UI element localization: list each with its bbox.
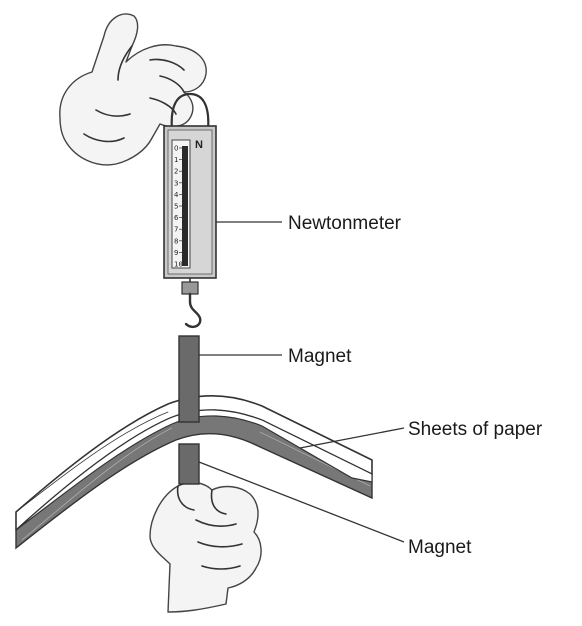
label-magnet-upper: Magnet [288, 346, 352, 367]
newtonmeter-hook [186, 294, 200, 327]
newtonmeter-scale-mark: 10 [174, 261, 183, 269]
newtonmeter-spring-indicator [182, 146, 188, 266]
newtonmeter-scale-mark: 7 [174, 226, 178, 234]
lower-hand [150, 483, 261, 612]
newtonmeter: N 0 1 2 3 4 5 6 7 8 9 10 [164, 94, 216, 327]
newtonmeter-unit: N [195, 139, 203, 151]
newtonmeter-scale-mark: 5 [174, 203, 178, 211]
label-newtonmeter: Newtonmeter [288, 213, 402, 234]
newtonmeter-scale-mark: 9 [174, 249, 178, 257]
newtonmeter-scale-mark: 0 [174, 145, 178, 153]
newtonmeter-scale-mark: 4 [174, 191, 179, 199]
label-magnet-lower: Magnet [408, 537, 472, 558]
newtonmeter-scale-mark: 3 [174, 179, 178, 187]
upper-magnet [179, 336, 199, 422]
newtonmeter-scale-mark: 1 [174, 156, 178, 164]
sheets-leader [300, 428, 404, 448]
newtonmeter-scale-mark: 8 [174, 237, 178, 245]
label-sheets-of-paper: Sheets of paper [408, 419, 543, 440]
newtonmeter-scale-mark: 6 [174, 214, 179, 222]
newtonmeter-scale-mark: 2 [174, 168, 178, 176]
lower-magnet [179, 444, 199, 484]
